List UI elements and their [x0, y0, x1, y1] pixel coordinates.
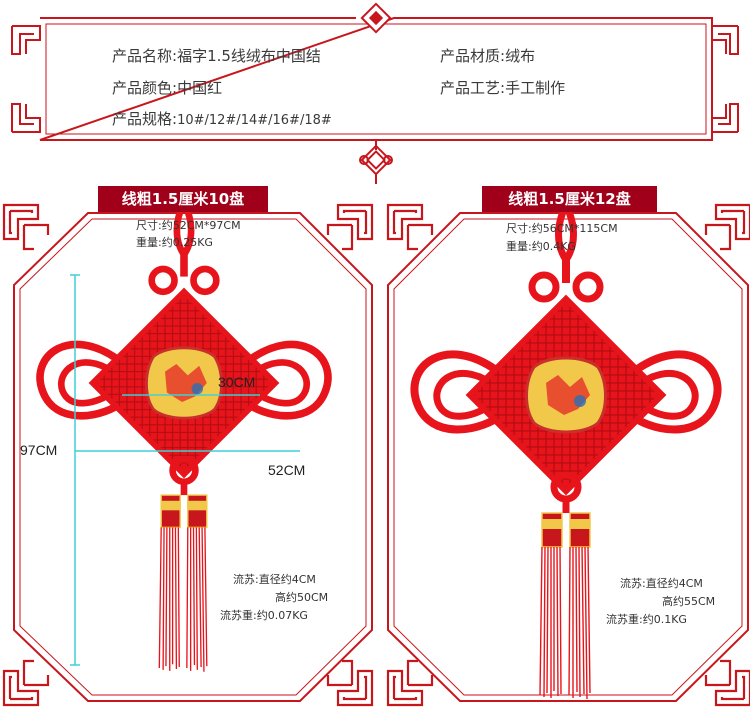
product-spec: 产品规格:10#/12#/14#/16#/18#	[112, 108, 332, 129]
tassel-height-right: 高约55CM	[662, 595, 716, 608]
product-name-label: 产品名称:	[112, 47, 178, 65]
variant-title-right: 线粗1.5厘米12盘	[482, 186, 657, 212]
product-craft-value: 手工制作	[505, 79, 566, 97]
product-material-value: 绒布	[505, 47, 536, 65]
product-name: 产品名称:福字1.5线绒布中国结	[112, 45, 321, 66]
tassel-height-left: 高约50CM	[275, 591, 329, 604]
product-name-value: 福字1.5线绒布中国结	[177, 47, 321, 65]
product-spec-label: 产品规格:	[112, 110, 178, 128]
weight-left: 重量:约0.25KG	[136, 236, 213, 249]
product-color: 产品颜色:中国红	[112, 77, 222, 98]
product-craft-label: 产品工艺:	[440, 79, 506, 97]
dimension-lines	[70, 274, 300, 666]
variant-title-left: 线粗1.5厘米10盘	[98, 186, 268, 212]
product-material-label: 产品材质:	[440, 47, 506, 65]
product-color-label: 产品颜色:	[112, 79, 178, 97]
tassel-left: 流苏:直径约4CM	[233, 573, 316, 586]
weight-right: 重量:约0.4KG	[506, 240, 576, 253]
dim-height-label: 97CM	[20, 442, 58, 458]
chinese-knot-icon	[359, 140, 393, 184]
dim-width-label: 52CM	[268, 462, 306, 478]
fret-corner-icon	[2, 203, 50, 251]
tassel-weight-right: 流苏重:约0.1KG	[606, 613, 687, 626]
size-right: 尺寸:约56CM*115CM	[506, 222, 618, 235]
product-color-value: 中国红	[177, 79, 223, 97]
tassel-right: 流苏:直径约4CM	[620, 577, 703, 590]
variants-graphics	[2, 185, 750, 707]
dim-inner-label: 30CM	[218, 374, 256, 390]
tassel-weight-left: 流苏重:约0.07KG	[220, 609, 308, 622]
header-frame	[11, 2, 739, 184]
fret-corner-icon	[11, 25, 739, 133]
diamond-ornament-icon	[360, 2, 392, 34]
product-craft: 产品工艺:手工制作	[440, 77, 565, 98]
product-material: 产品材质:绒布	[440, 45, 535, 66]
size-left: 尺寸:约52CM*97CM	[136, 219, 241, 232]
product-spec-value: 10#/12#/14#/16#/18#	[177, 113, 332, 128]
